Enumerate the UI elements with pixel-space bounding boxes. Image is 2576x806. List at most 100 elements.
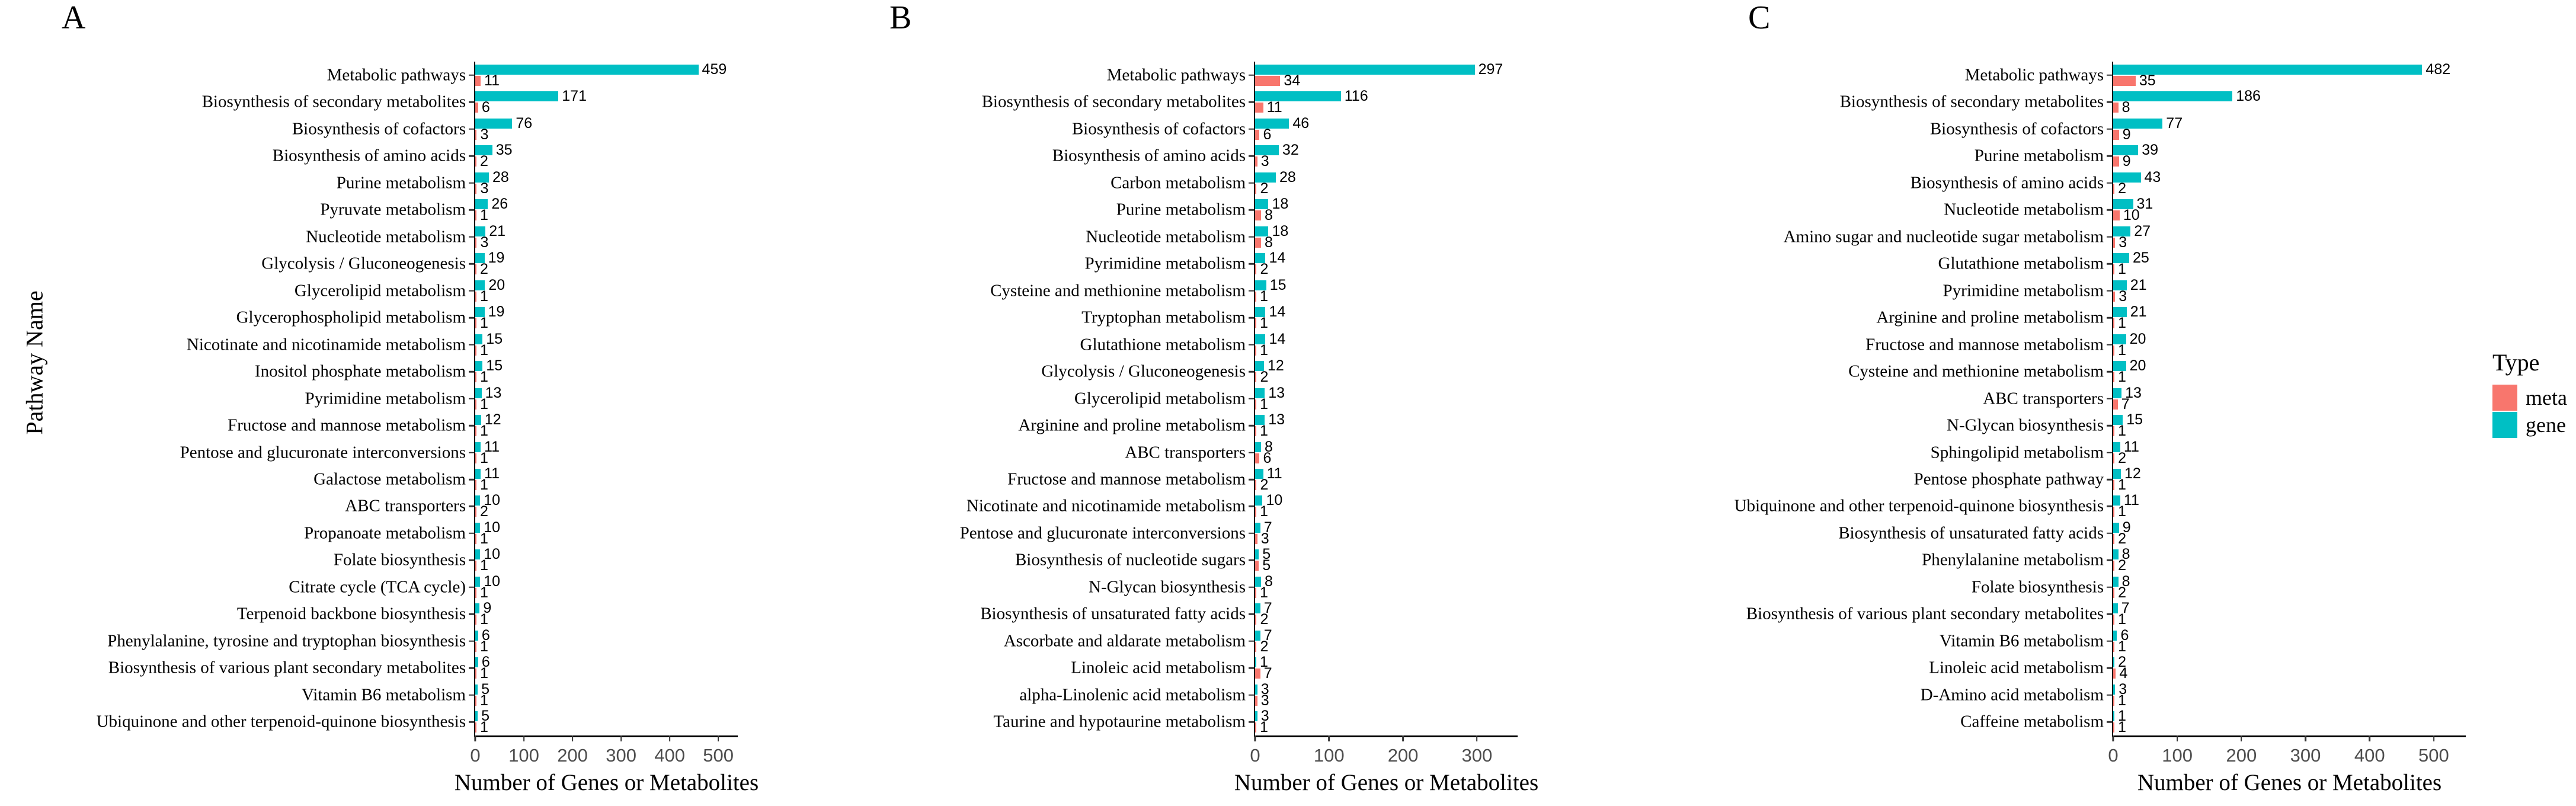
meta-bar [475, 103, 478, 113]
gene-bar [2113, 442, 2120, 452]
gene-bar [475, 145, 492, 156]
category-label: Nicotinate and nicotinamide metabolism [186, 335, 466, 354]
meta-bar-line: 2 [2113, 181, 2466, 196]
category-label: Pentose and glucuronate interconversions [959, 523, 1246, 543]
gene-bar-line: 1 [1255, 655, 1518, 670]
meta-bar-line: 7 [1255, 665, 1518, 682]
meta-bar [475, 372, 476, 383]
gene-bar [1255, 442, 1261, 452]
y-tick-mark [469, 236, 474, 238]
y-tick-mark [2107, 370, 2112, 373]
meta-bar [1255, 641, 1257, 652]
meta-bar-line: 1 [475, 558, 738, 573]
y-tick-mark [469, 532, 474, 535]
gene-bar [475, 172, 489, 183]
gene-bar [475, 91, 559, 102]
meta-bar-line: 1 [475, 720, 738, 735]
y-tick-mark [469, 478, 474, 481]
gene-bar [2113, 226, 2131, 236]
y-tick-mark [469, 694, 474, 696]
gene-value-label: 11 [1266, 465, 1282, 482]
meta-bar-line: 1 [1255, 720, 1518, 735]
pathway-row: Pentose and glucuronate interconversions… [180, 439, 738, 466]
meta-bar-line: 11 [475, 73, 738, 88]
gene-bar-line: 11 [1255, 465, 1518, 482]
category-label: Glycerolipid metabolism [1074, 389, 1246, 408]
category-label: ABC transporters [345, 496, 466, 516]
meta-bar [475, 695, 476, 706]
gene-bar [1255, 199, 1269, 210]
meta-value-label: 1 [480, 449, 488, 466]
gene-value-label: 21 [489, 222, 506, 239]
pathway-row: Amino sugar and nucleotide sugar metabol… [1784, 223, 2466, 250]
meta-bar [475, 75, 481, 86]
y-tick-mark [2107, 640, 2112, 642]
meta-bar-line: 1 [475, 612, 738, 627]
panel-letter-b: B [889, 0, 912, 36]
meta-value-label: 8 [2121, 99, 2130, 116]
gene-bar-line: 11 [2113, 439, 2466, 454]
meta-bar [475, 480, 476, 490]
meta-value-label: 2 [2118, 557, 2127, 574]
meta-bar-line: 1 [1255, 316, 1518, 331]
category-label: Biosynthesis of nucleotide sugars [1015, 550, 1246, 570]
meta-value-label: 4 [2119, 665, 2128, 682]
meta-bar [1255, 669, 1260, 679]
gene-bar-line: 31 [2113, 197, 2466, 212]
meta-bar-line: 3 [475, 127, 738, 142]
gene-bar [475, 280, 485, 290]
meta-bar [475, 264, 476, 275]
x-tick-mark [1328, 735, 1330, 741]
gene-bar-line: 14 [1255, 331, 1518, 346]
meta-value-label: 7 [1263, 665, 1272, 682]
gene-bar [475, 549, 481, 560]
gene-bar-line: 7 [1255, 628, 1518, 642]
meta-bar-line: 1 [2113, 693, 2466, 708]
meta-value-label: 1 [480, 369, 488, 386]
gene-bar-line: 7 [1255, 520, 1518, 535]
pathway-row: Ubiquinone and other terpenoid-quinone b… [1735, 493, 2466, 520]
meta-bar-line: 3 [1255, 531, 1518, 546]
y-tick-mark [1249, 236, 1254, 238]
panel-letter-a: A [62, 0, 86, 36]
gene-bar [1255, 415, 1265, 426]
category-label: Nucleotide metabolism [1086, 227, 1246, 247]
category-label: Cysteine and methionine metabolism [1848, 362, 2104, 381]
category-label: Vitamin B6 metabolism [1940, 631, 2104, 651]
meta-bar-line: 35 [2113, 73, 2466, 88]
meta-bar-line: 9 [2113, 154, 2466, 169]
meta-bar [1255, 426, 1256, 437]
y-tick-mark [469, 155, 474, 157]
meta-bar-line: 6 [475, 100, 738, 115]
meta-bar-line: 1 [475, 666, 738, 681]
y-tick-mark [1249, 613, 1254, 615]
meta-bar [1255, 129, 1260, 140]
gene-bar [2113, 280, 2127, 290]
meta-value-label: 11 [1266, 99, 1282, 116]
gene-bar [475, 388, 482, 398]
meta-bar [1255, 480, 1257, 490]
meta-bar-line: 8 [1255, 208, 1518, 223]
gene-bar [2113, 711, 2114, 722]
meta-value-label: 2 [1260, 261, 1269, 278]
y-tick-mark [1249, 128, 1254, 130]
meta-value-label: 1 [480, 287, 488, 305]
category-label: Folate biosynthesis [333, 550, 466, 570]
gene-value-label: 171 [562, 88, 587, 105]
meta-bar [2113, 426, 2114, 437]
gene-value-label: 76 [516, 114, 533, 132]
x-tick: 400 [2354, 735, 2385, 765]
y-tick-mark [469, 370, 474, 373]
category-label: Biosynthesis of amino acids [1052, 146, 1246, 165]
x-tick-mark [2369, 735, 2370, 741]
gene-bar [475, 576, 481, 587]
meta-bar [2113, 587, 2115, 598]
